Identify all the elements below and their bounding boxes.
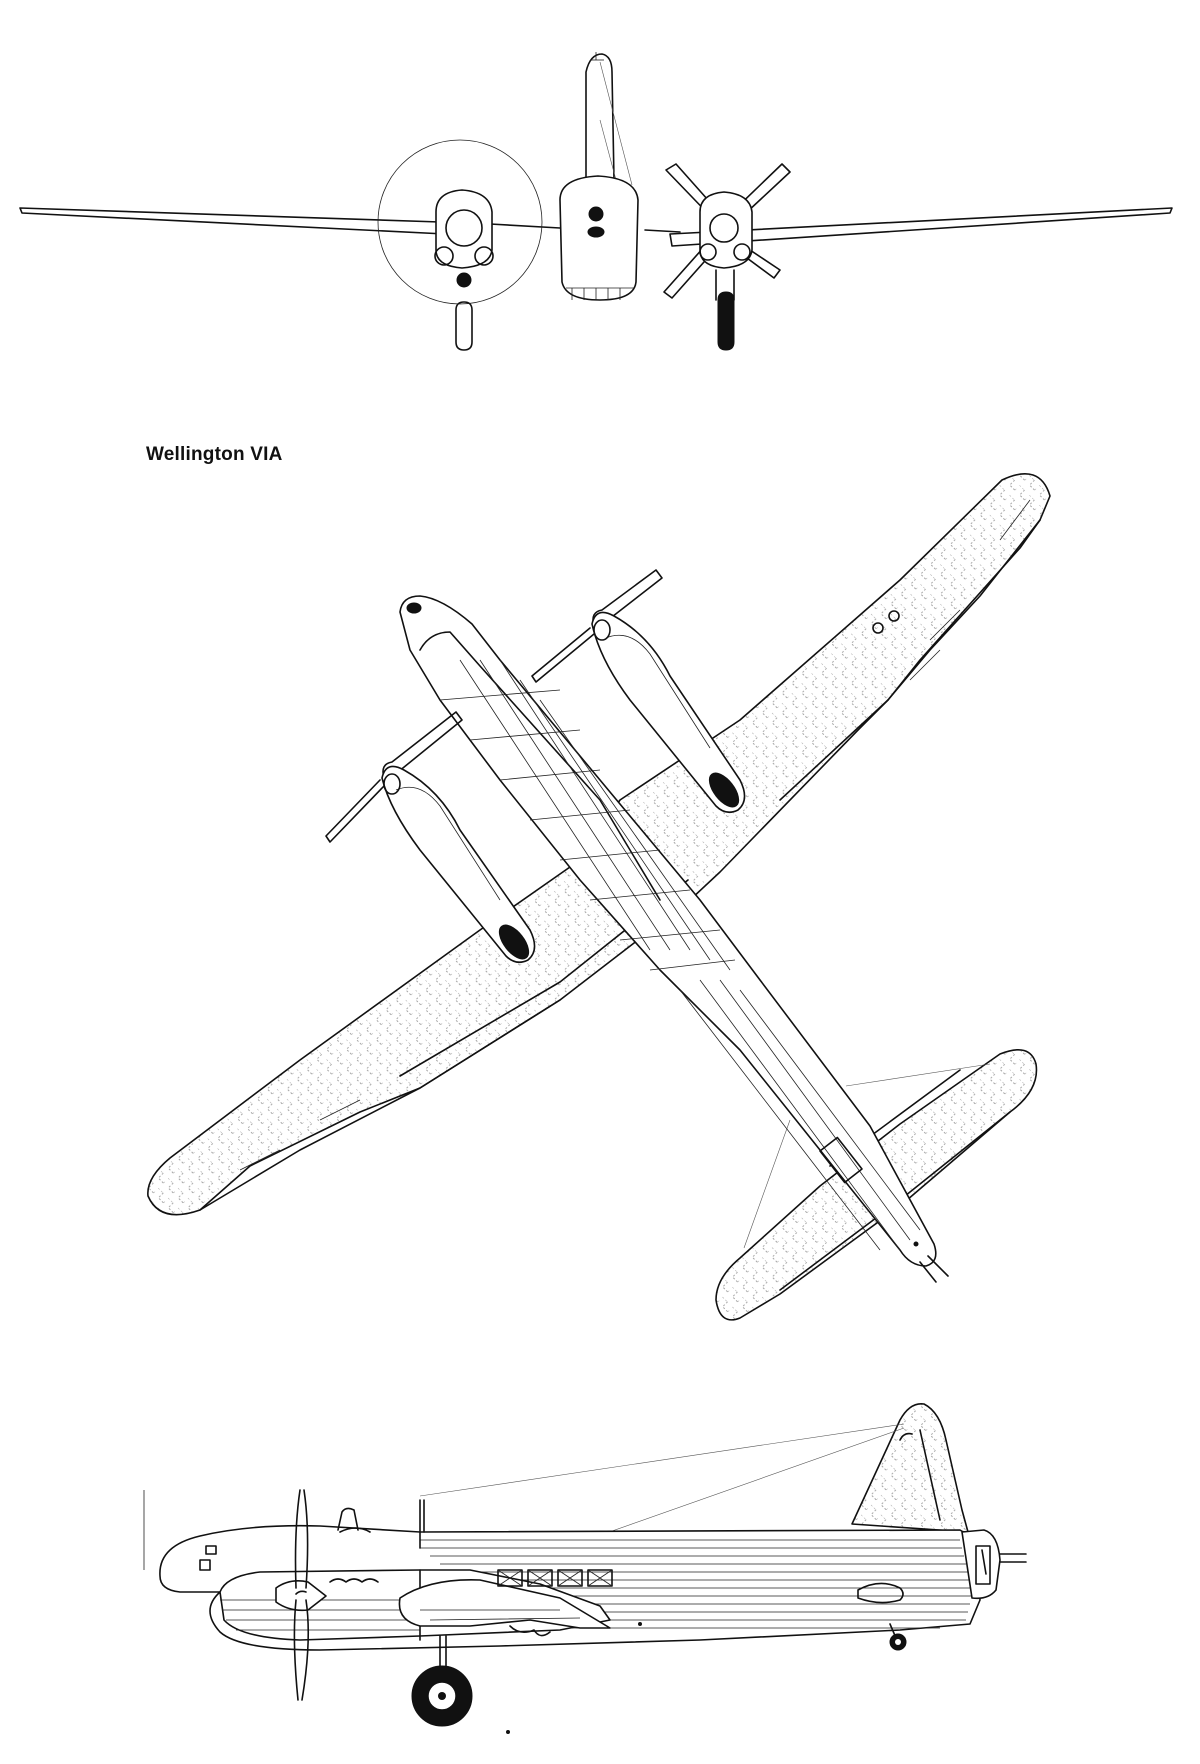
side-windows (497, 1569, 613, 1587)
aircraft-title: Wellington VIA (146, 444, 283, 465)
plan-nose-turret (406, 602, 422, 614)
plan-right-engine (531, 569, 746, 814)
side-view (143, 1403, 1027, 1734)
side-spinner (275, 1580, 327, 1612)
front-right-wheel (717, 291, 735, 351)
front-fuselage (559, 175, 639, 301)
front-right-wing (669, 207, 1173, 247)
nose-turret-gun (588, 206, 604, 222)
plan-left-engine (325, 711, 536, 964)
side-wing (398, 1579, 611, 1629)
front-right-nacelle (699, 191, 753, 269)
plan-view (147, 472, 1051, 1321)
front-left-wing (19, 207, 446, 235)
plan-fuselage (399, 595, 937, 1267)
front-view (19, 52, 1173, 351)
propeller-disc (377, 139, 543, 305)
front-fin (585, 53, 615, 181)
side-fin (851, 1403, 969, 1533)
side-propeller (293, 1489, 310, 1701)
front-left-nacelle (435, 189, 493, 269)
front-right-propeller (663, 163, 791, 299)
front-left-wheel (455, 301, 473, 351)
